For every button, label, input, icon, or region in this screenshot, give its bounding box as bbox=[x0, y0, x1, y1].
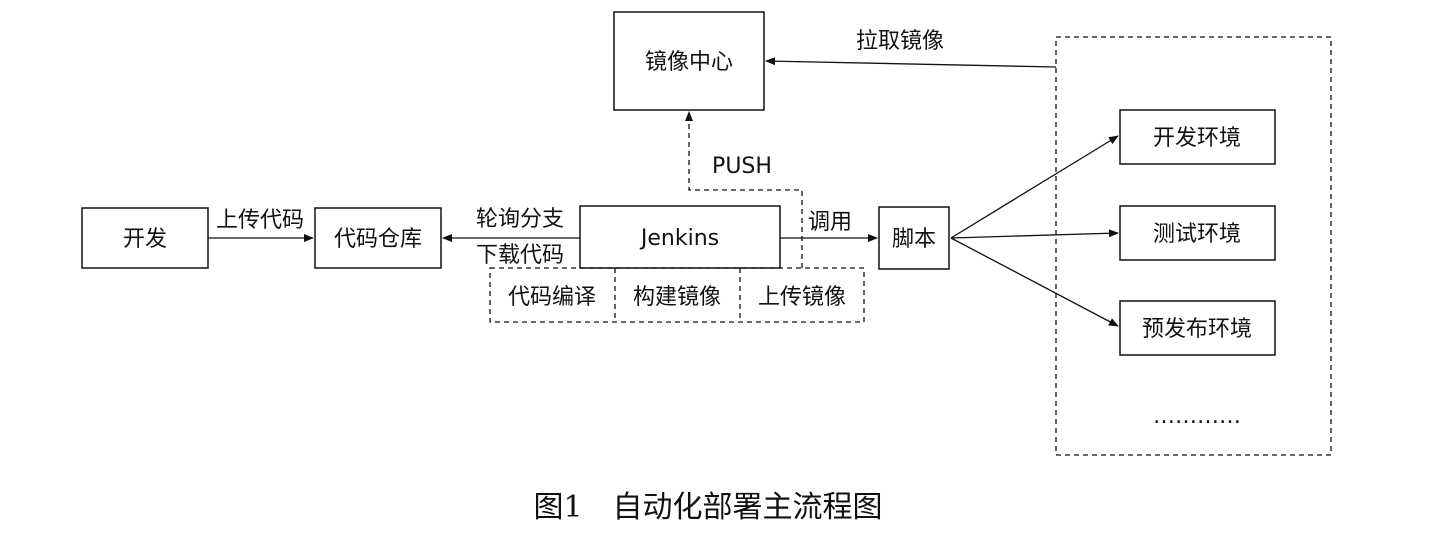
arrow-script-to-env-dev bbox=[950, 135, 1119, 239]
upload-code-label: 上传代码 bbox=[216, 208, 304, 233]
arrow-script-to-env-pre bbox=[950, 237, 1119, 327]
env-pre-box bbox=[1119, 300, 1276, 356]
repo-box bbox=[314, 207, 442, 269]
jenkins-box bbox=[579, 205, 781, 269]
registry-box bbox=[613, 11, 765, 111]
arrow-script-to-env-test bbox=[950, 229, 1119, 239]
push-label: PUSH bbox=[712, 154, 772, 179]
repo-label: 代码仓库 bbox=[334, 227, 422, 252]
env-more-label: ………… bbox=[1153, 404, 1241, 429]
jenkins-steps-box bbox=[489, 267, 865, 323]
dev-label: 开发 bbox=[123, 227, 167, 252]
step-upload-image-label: 上传镜像 bbox=[758, 285, 846, 310]
arrow-push-to-registry bbox=[685, 111, 803, 268]
env-dev-box bbox=[1119, 109, 1276, 165]
arrow-env-to-registry bbox=[765, 57, 1057, 68]
environment-group bbox=[1055, 36, 1332, 456]
jenkins-label: Jenkins bbox=[639, 226, 719, 251]
invoke-label: 调用 bbox=[808, 210, 852, 235]
figure-caption: 图1 自动化部署主流程图 bbox=[533, 490, 882, 525]
env-test-label: 测试环境 bbox=[1153, 222, 1241, 247]
poll-branch-label: 轮询分支 bbox=[476, 207, 564, 232]
download-code-label: 下载代码 bbox=[476, 243, 564, 268]
registry-label: 镜像中心 bbox=[645, 50, 733, 75]
dev-box bbox=[81, 207, 209, 269]
env-test-box bbox=[1119, 205, 1276, 261]
env-pre-label: 预发布环境 bbox=[1142, 317, 1252, 342]
step-compile-label: 代码编译 bbox=[508, 285, 596, 310]
step-build-image-label: 构建镜像 bbox=[633, 285, 721, 310]
script-box bbox=[878, 206, 950, 270]
env-dev-label: 开发环境 bbox=[1153, 126, 1241, 151]
pull-image-label: 拉取镜像 bbox=[856, 29, 944, 54]
script-label: 脚本 bbox=[892, 227, 936, 252]
